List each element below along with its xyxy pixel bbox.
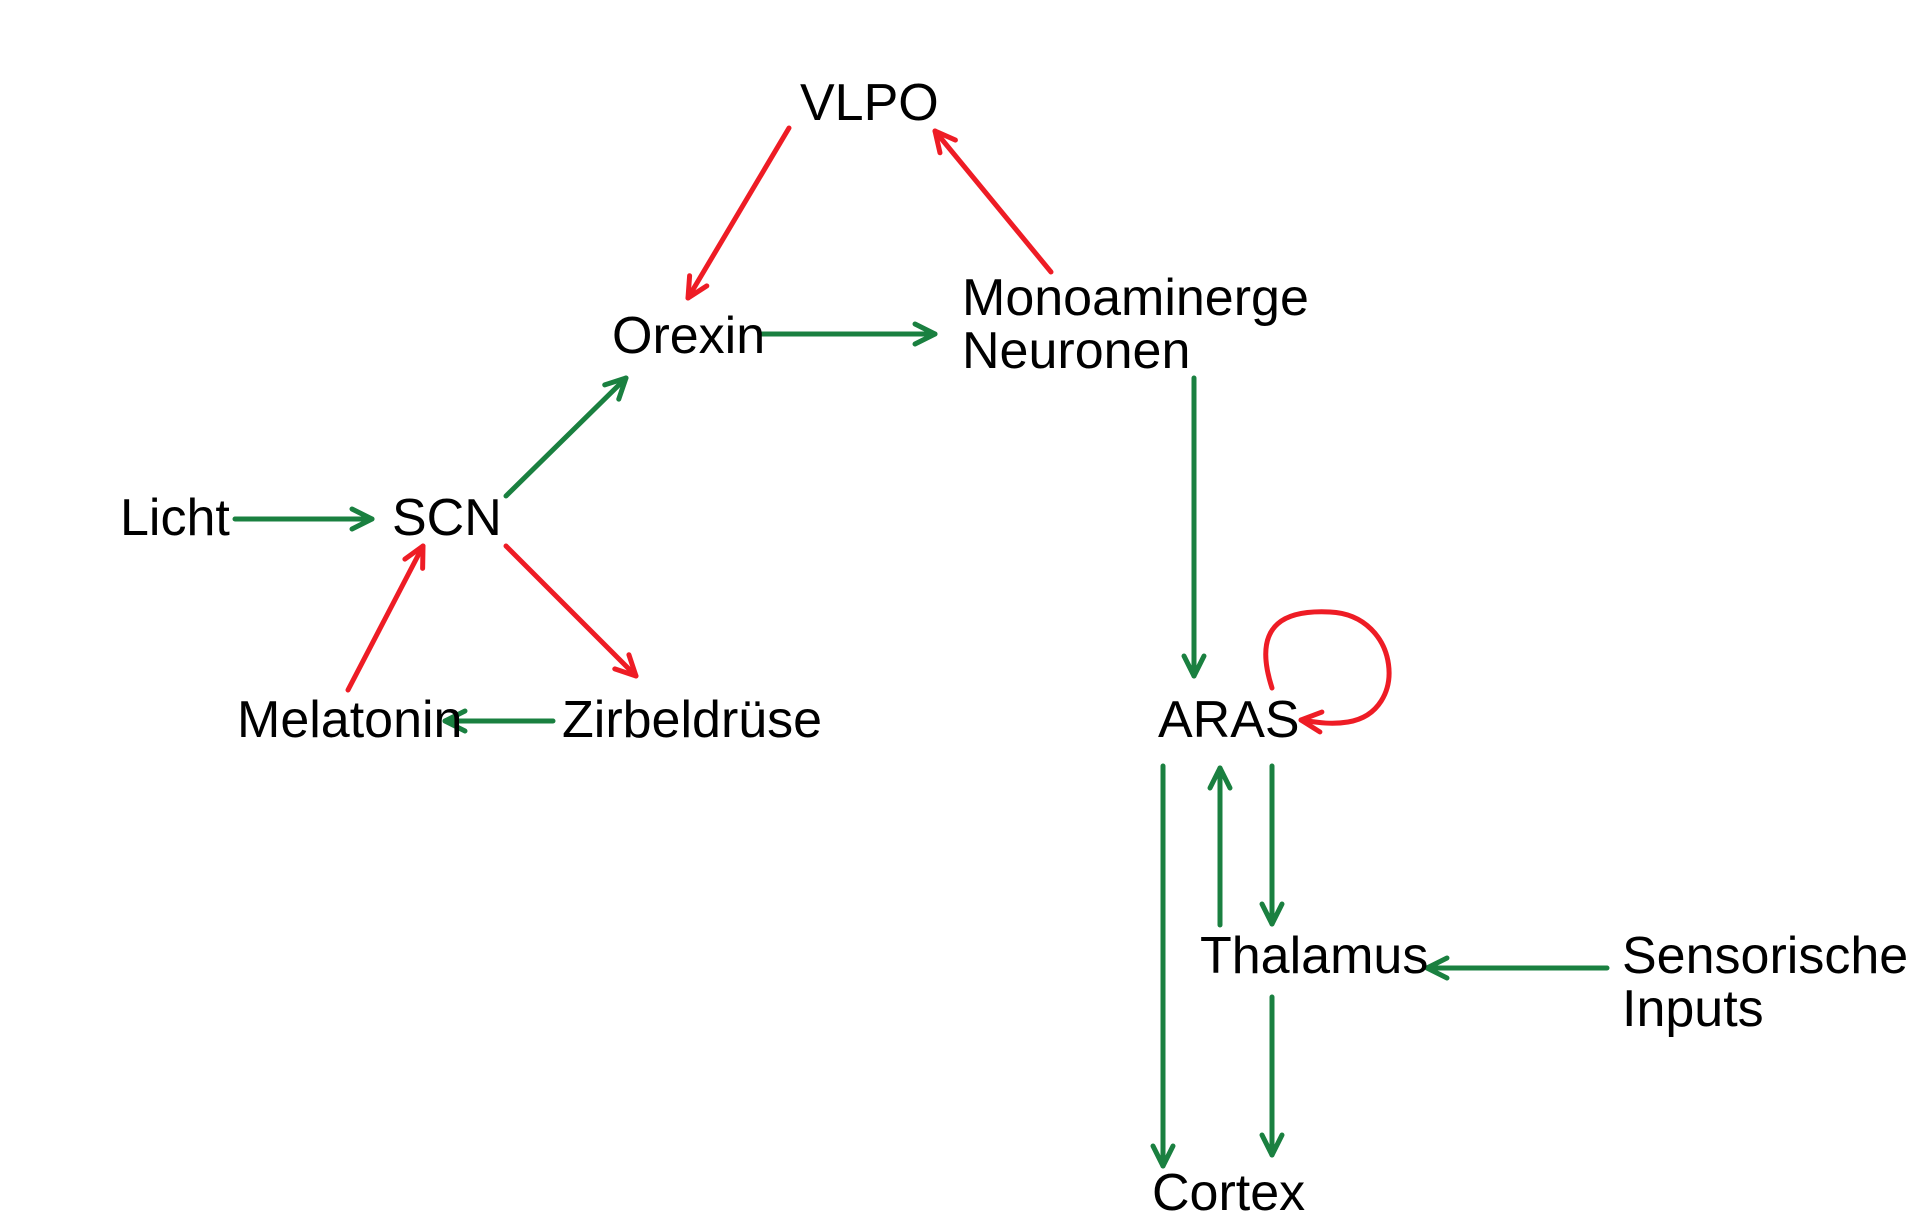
node-melatonin-line-0: Melatonin (237, 691, 462, 749)
edge-line (932, 128, 1054, 275)
node-orexin: Orexin (612, 307, 765, 365)
edge-vlpo-to-orexin-inhibitory (685, 125, 792, 301)
node-thalamus-line-0: Thalamus (1200, 927, 1428, 985)
node-zirbeldruese-line-0: Zirbeldrüse (562, 691, 822, 749)
edge-line (503, 543, 639, 679)
edge-aras-to-aras-inhibitory (1263, 609, 1392, 735)
edge-licht-to-scn-excitatory (232, 506, 375, 532)
arrowhead-icon (1259, 901, 1285, 927)
arrowhead-icon (349, 506, 375, 532)
edges-layer (232, 125, 1610, 1169)
node-scn-line-0: SCN (392, 489, 502, 547)
edge-line (345, 543, 426, 693)
edge-sensorische-to-thalamus-excitatory (1424, 955, 1610, 981)
edge-monoaminerge-to-aras-excitatory (1181, 375, 1207, 679)
edge-aras-to-thalamus-excitatory (1259, 763, 1285, 927)
arrowhead-icon (912, 321, 938, 347)
edge-thalamus-to-cortex-excitatory (1259, 994, 1285, 1158)
arrowhead-icon (1298, 709, 1325, 735)
arrowhead-icon (612, 652, 639, 679)
edge-monoaminerge-to-vlpo-inhibitory (932, 128, 1054, 275)
edge-scn-to-zirbeldruese-inhibitory (503, 543, 639, 679)
node-vlpo: VLPO (800, 74, 939, 132)
edge-thalamus-to-aras-excitatory (1207, 765, 1233, 928)
node-licht-line-0: Licht (120, 489, 230, 547)
arrowhead-icon (1181, 653, 1207, 679)
self-loop-line (1263, 609, 1392, 726)
edge-orexin-to-monoaminerge-excitatory (758, 321, 938, 347)
arrowhead-icon (402, 543, 426, 571)
node-cortex: Cortex (1152, 1164, 1305, 1222)
node-aras-line-0: ARAS (1158, 691, 1300, 749)
edge-melatonin-to-scn-inhibitory (345, 543, 426, 693)
edge-zirbeldruese-to-melatonin-excitatory (442, 708, 556, 734)
arrowhead-icon (1150, 1143, 1176, 1169)
arrowhead-icon (685, 273, 710, 301)
node-monoaminerge-line-1: Neuronen (962, 322, 1190, 380)
arrowhead-icon (1259, 1132, 1285, 1158)
edge-aras-to-cortex-excitatory (1150, 763, 1176, 1169)
edge-line (503, 375, 629, 499)
arrowhead-icon (1424, 955, 1450, 981)
arrowhead-icon (602, 375, 629, 402)
node-cortex-line-0: Cortex (1152, 1164, 1305, 1222)
arrowhead-icon (442, 708, 468, 734)
node-vlpo-line-0: VLPO (800, 74, 939, 132)
arrowhead-icon (1207, 765, 1233, 791)
node-sensorische-line-1: Inputs (1622, 980, 1764, 1038)
node-scn: SCN (392, 489, 502, 547)
node-orexin-line-0: Orexin (612, 307, 765, 365)
arrowhead-icon (932, 128, 958, 156)
edge-line (685, 125, 792, 301)
node-sensorische-line-0: Sensorische (1622, 927, 1908, 985)
node-melatonin: Melatonin (237, 691, 462, 749)
node-licht: Licht (120, 489, 230, 547)
edge-scn-to-orexin-excitatory (503, 375, 629, 499)
node-thalamus: Thalamus (1200, 927, 1428, 985)
node-aras: ARAS (1158, 691, 1300, 749)
node-monoaminerge-line-0: Monoaminerge (962, 269, 1309, 327)
node-zirbeldruese: Zirbeldrüse (562, 691, 822, 749)
